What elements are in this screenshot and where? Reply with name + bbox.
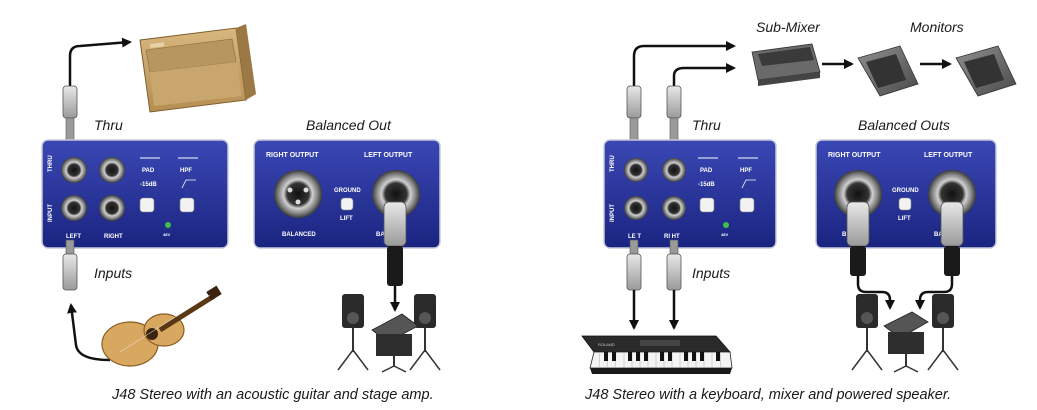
caption-right: J48 Stereo with a keyboard, mixer and po…: [584, 387, 951, 403]
right-jack-label: RIGHT: [104, 234, 123, 240]
pa-system-left-icon: [337, 294, 441, 373]
xlr-plug-left: [383, 201, 407, 286]
thru-cable-right-1: [632, 41, 736, 100]
thru-cable-left: [68, 37, 132, 108]
lift-label: LIFT: [340, 216, 353, 222]
acoustic-guitar-icon: [101, 285, 222, 367]
pad-value-label-right: -15dB: [698, 182, 715, 188]
xlr-cable-right-1: [856, 276, 895, 310]
input-panel-label-right: INPUT: [610, 204, 616, 222]
keyboard-brand-label: ROLAND: [598, 342, 615, 347]
pa-speaker-right-right-icon: [927, 294, 959, 371]
sub-mixer-icon: [751, 43, 821, 86]
hpf-curve-icon-right: [741, 179, 756, 189]
thru-panel-label: THRU: [48, 155, 54, 172]
input-right-jack-right[interactable]: [662, 196, 686, 220]
power-led-icon-right: [723, 222, 729, 228]
output-panel-right: RIGHT OUTPUT LEFT OUTPUT GROUND LIFT B E…: [815, 139, 997, 249]
pa-speaker-right-icon: [409, 294, 441, 371]
pa-speaker-left-right-icon: [851, 294, 883, 371]
xlr-cable-right-2: [915, 276, 954, 310]
hpf-label-right: HPF: [740, 168, 752, 174]
balanced-outs-label: Balanced Outs: [858, 117, 950, 133]
thru-plug-left: [62, 85, 78, 143]
lift-label-right: LIFT: [898, 216, 911, 222]
thru-cable-right-2: [672, 63, 736, 100]
inputs-label: Inputs: [94, 265, 132, 281]
thru-left-jack-right[interactable]: [624, 158, 648, 182]
left-xlr-jack-right[interactable]: [928, 170, 976, 218]
ground-label: GROUND: [334, 188, 361, 194]
powered-mixer-right-icon: [883, 311, 929, 373]
sub-mixer-label: Sub-Mixer: [756, 19, 821, 35]
pad-label: PAD: [142, 168, 155, 174]
pa-system-right-icon: [851, 294, 959, 373]
monitors-label: Monitors: [910, 19, 964, 35]
right-xlr-jack-right[interactable]: [834, 170, 882, 218]
right-jack-label-right: RI HT: [664, 234, 680, 240]
keyboard-icon: ROLAND: [581, 335, 733, 374]
powered-mixer-icon: [371, 313, 419, 373]
thru-left-jack[interactable]: [61, 157, 87, 183]
ground-lift-switch-right[interactable]: [898, 197, 912, 211]
pad-switch-right[interactable]: [699, 197, 715, 213]
pa-speaker-left-icon: [337, 294, 369, 371]
monitor-wedge-1-icon: [857, 45, 919, 97]
right-output-label: RIGHT OUTPUT: [266, 152, 319, 159]
hpf-switch-right[interactable]: [739, 197, 755, 213]
hpf-curve-icon: [181, 179, 196, 189]
input-panel-label: INPUT: [48, 204, 54, 222]
di-box-panel-right: THRU INPUT LE T RI HT PAD -15dB HPF 48V: [603, 139, 777, 249]
xlr-plug-right-2: [940, 201, 964, 276]
monitor-wedge-2-icon: [955, 45, 1017, 97]
pad-label-right: PAD: [700, 168, 713, 174]
caption-left: J48 Stereo with an acoustic guitar and s…: [111, 387, 434, 403]
thru-label: Thru: [94, 117, 123, 133]
thru-plug-right-1: [626, 85, 642, 143]
thru-right-jack[interactable]: [99, 157, 125, 183]
balanced-right-label: BALANCED: [282, 232, 316, 238]
pad-value-label: -15dB: [140, 182, 157, 188]
di-box-panel-left: THRU INPUT LEFT RIGHT PAD -15dB HPF 48V: [41, 139, 229, 249]
left-diagram: Thru THRU INPUT LEFT RIGHT PAD -15dB HPF…: [41, 24, 441, 403]
hpf-switch[interactable]: [179, 197, 195, 213]
thru-right-jack-right[interactable]: [662, 158, 686, 182]
thru-panel-label-right: THRU: [610, 155, 616, 172]
power-label: 48V: [163, 232, 170, 237]
inputs-label-right: Inputs: [692, 265, 730, 281]
pad-switch[interactable]: [139, 197, 155, 213]
right-output-label-right: RIGHT OUTPUT: [828, 152, 881, 159]
left-jack-label: LEFT: [66, 234, 81, 240]
stage-amp-icon: [139, 24, 256, 113]
right-diagram: Sub-Mixer Monitors Thru: [581, 19, 1017, 403]
left-jack-label-right: LE T: [628, 234, 641, 240]
input-cable-left: [67, 303, 111, 362]
left-output-label-right: LEFT OUTPUT: [924, 152, 973, 159]
hpf-label: HPF: [180, 168, 192, 174]
thru-plug-right-2: [666, 85, 682, 143]
balanced-out-label: Balanced Out: [306, 117, 392, 133]
power-label-right: 48V: [721, 232, 728, 237]
output-panel-left: RIGHT OUTPUT LEFT OUTPUT GROUND LIFT BAL…: [253, 139, 441, 249]
ground-lift-switch[interactable]: [340, 197, 354, 211]
input-left-jack[interactable]: [61, 195, 87, 221]
ground-label-right: GROUND: [892, 188, 919, 194]
input-left-jack-right[interactable]: [624, 196, 648, 220]
right-xlr-jack[interactable]: [274, 170, 322, 218]
left-output-label: LEFT OUTPUT: [364, 152, 413, 159]
xlr-plug-right-1: [846, 201, 870, 276]
thru-label-right: Thru: [692, 117, 721, 133]
power-led-icon: [165, 222, 171, 228]
input-right-jack[interactable]: [99, 195, 125, 221]
input-plug-left: [62, 239, 78, 291]
